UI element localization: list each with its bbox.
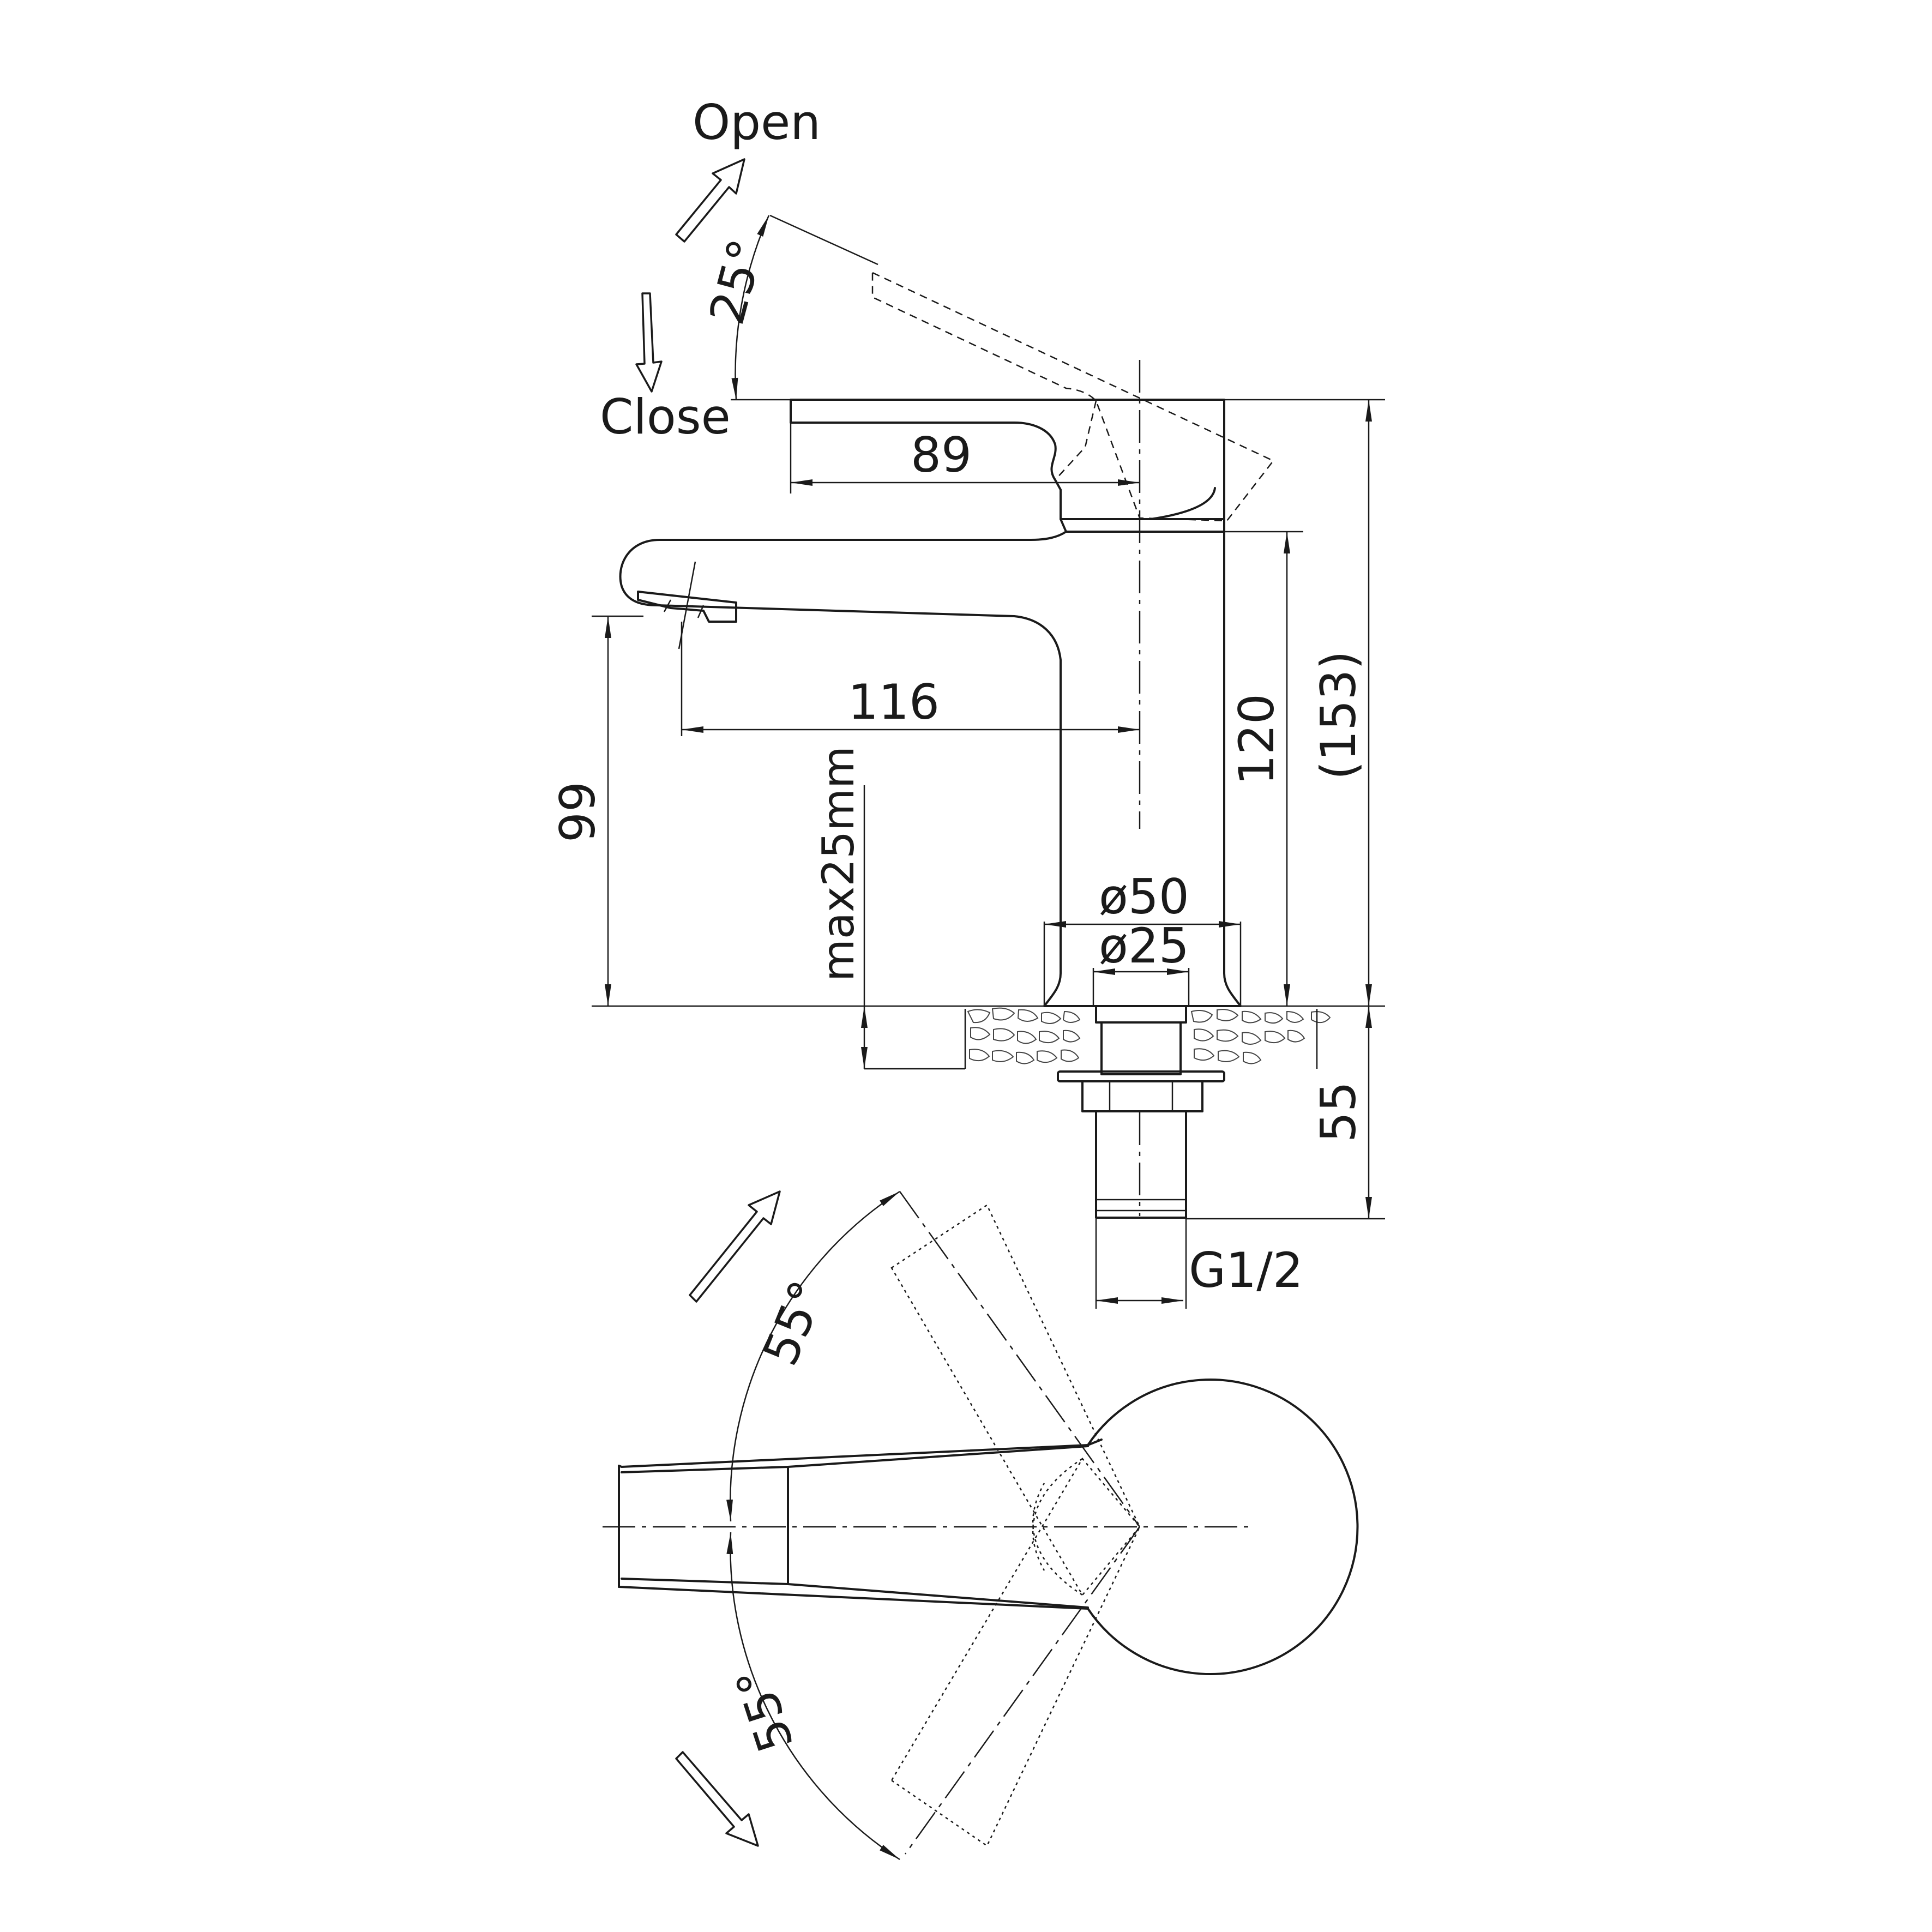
- aerator: [637, 591, 737, 623]
- lever-open-dashed-inner: [1055, 400, 1097, 480]
- lever-angle-label: 25°: [699, 233, 775, 330]
- lever-hub: [1060, 518, 1225, 533]
- rotate-down-arrow-icon: [675, 1751, 759, 1847]
- body-base-curve-left: [1043, 973, 1062, 1007]
- spout-top: [618, 1439, 1103, 1610]
- body-diameter-label: ø50: [1099, 869, 1189, 925]
- lever-open-dashed: [871, 272, 1274, 522]
- reach-label: 116: [848, 674, 940, 730]
- spout-height-label: 99: [550, 781, 606, 842]
- rotation-angle-bottom-label: 55°: [725, 1660, 804, 1759]
- dimensions-side: [592, 214, 1385, 1309]
- rotate-up-arrow-icon: [689, 1190, 781, 1303]
- total-height-label: (153): [1310, 651, 1367, 780]
- handle-rotated-down: [890, 1457, 1141, 1847]
- handle-circle: [1087, 1379, 1359, 1675]
- body-height-label: 120: [1229, 694, 1285, 785]
- open-label: Open: [693, 94, 821, 151]
- shank-length-label: 55: [1310, 1081, 1367, 1142]
- lever-length-label: 89: [911, 427, 972, 483]
- dimensions-top: [726, 1190, 900, 1861]
- lever-hub-curve: [1149, 487, 1216, 520]
- open-arrow-icon: [675, 158, 745, 243]
- close-label: Close: [600, 389, 731, 445]
- mounting-hardware: [1057, 1005, 1225, 1219]
- max-thickness-label: max25mm: [813, 746, 864, 982]
- close-arrow-icon: [635, 292, 663, 393]
- handle-rotated-up: [890, 1204, 1141, 1597]
- thread-label: G1/2: [1189, 1242, 1303, 1298]
- hole-diameter-label: ø25: [1099, 918, 1189, 974]
- countertop-section: [864, 1007, 1331, 1070]
- rotation-angle-top-label: 55°: [752, 1273, 836, 1373]
- lever-closed: [790, 399, 1225, 520]
